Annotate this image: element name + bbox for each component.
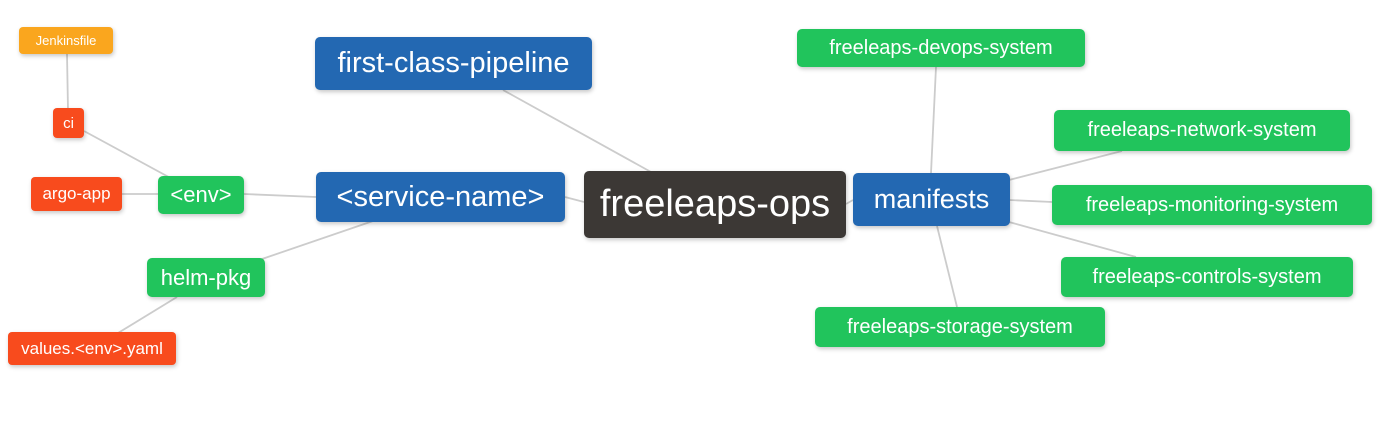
node-label: Jenkinsfile <box>35 33 97 48</box>
node-label: <service-name> <box>336 180 545 213</box>
node-label: helm-pkg <box>160 264 252 290</box>
edge-manifests-devops <box>930 66 937 174</box>
node-jenkinsfile[interactable]: Jenkinsfile <box>19 27 113 54</box>
node-freeleaps-devops-system[interactable]: freeleaps-devops-system <box>797 29 1085 67</box>
edge-jenkinsfile-ci <box>66 53 69 111</box>
node-values-env-yaml[interactable]: values.<env>.yaml <box>8 332 176 365</box>
node-freeleaps-controls-system[interactable]: freeleaps-controls-system <box>1061 257 1353 297</box>
edge-pipeline-freeleaps-ops <box>502 89 652 173</box>
edge-service-freeleaps-ops <box>564 196 585 203</box>
node-freeleaps-storage-system[interactable]: freeleaps-storage-system <box>815 307 1105 347</box>
edge-ci-env <box>83 130 177 182</box>
node-label: freeleaps-monitoring-system <box>1085 193 1339 216</box>
node-label: freeleaps-network-system <box>1087 119 1317 141</box>
node-label: freeleaps-devops-system <box>829 36 1053 59</box>
edge-freeleaps-ops-manifests <box>845 199 854 205</box>
edge-values-helm-pkg <box>117 296 178 334</box>
edge-manifests-controls <box>1008 221 1137 258</box>
node-manifests[interactable]: manifests <box>853 173 1010 226</box>
node-env[interactable]: <env> <box>158 176 244 214</box>
node-first-class-pipeline[interactable]: first-class-pipeline <box>315 37 592 90</box>
node-label: first-class-pipeline <box>337 47 570 79</box>
edge-manifests-monitoring <box>1008 199 1053 203</box>
node-label: argo-app <box>42 184 111 203</box>
node-freeleaps-ops-root[interactable]: freeleaps-ops <box>584 171 846 238</box>
node-service-name[interactable]: <service-name> <box>316 172 565 222</box>
node-freeleaps-network-system[interactable]: freeleaps-network-system <box>1054 110 1350 151</box>
node-argo-app[interactable]: argo-app <box>31 177 122 211</box>
edge-manifests-storage <box>936 225 958 308</box>
node-label: manifests <box>873 184 990 214</box>
node-helm-pkg[interactable]: helm-pkg <box>147 258 265 297</box>
node-freeleaps-monitoring-system[interactable]: freeleaps-monitoring-system <box>1052 185 1372 225</box>
node-ci[interactable]: ci <box>53 108 84 138</box>
node-label: <env> <box>170 182 232 207</box>
node-label: freeleaps-storage-system <box>847 315 1073 338</box>
edge-helm-pkg-service-name <box>261 220 374 260</box>
node-label: values.<env>.yaml <box>21 338 163 358</box>
node-label: freeleaps-ops <box>599 183 831 225</box>
edge-manifests-network <box>1008 150 1123 181</box>
edge-env-service-name <box>243 193 317 198</box>
node-label: freeleaps-controls-system <box>1092 265 1322 288</box>
node-label: ci <box>63 114 74 132</box>
